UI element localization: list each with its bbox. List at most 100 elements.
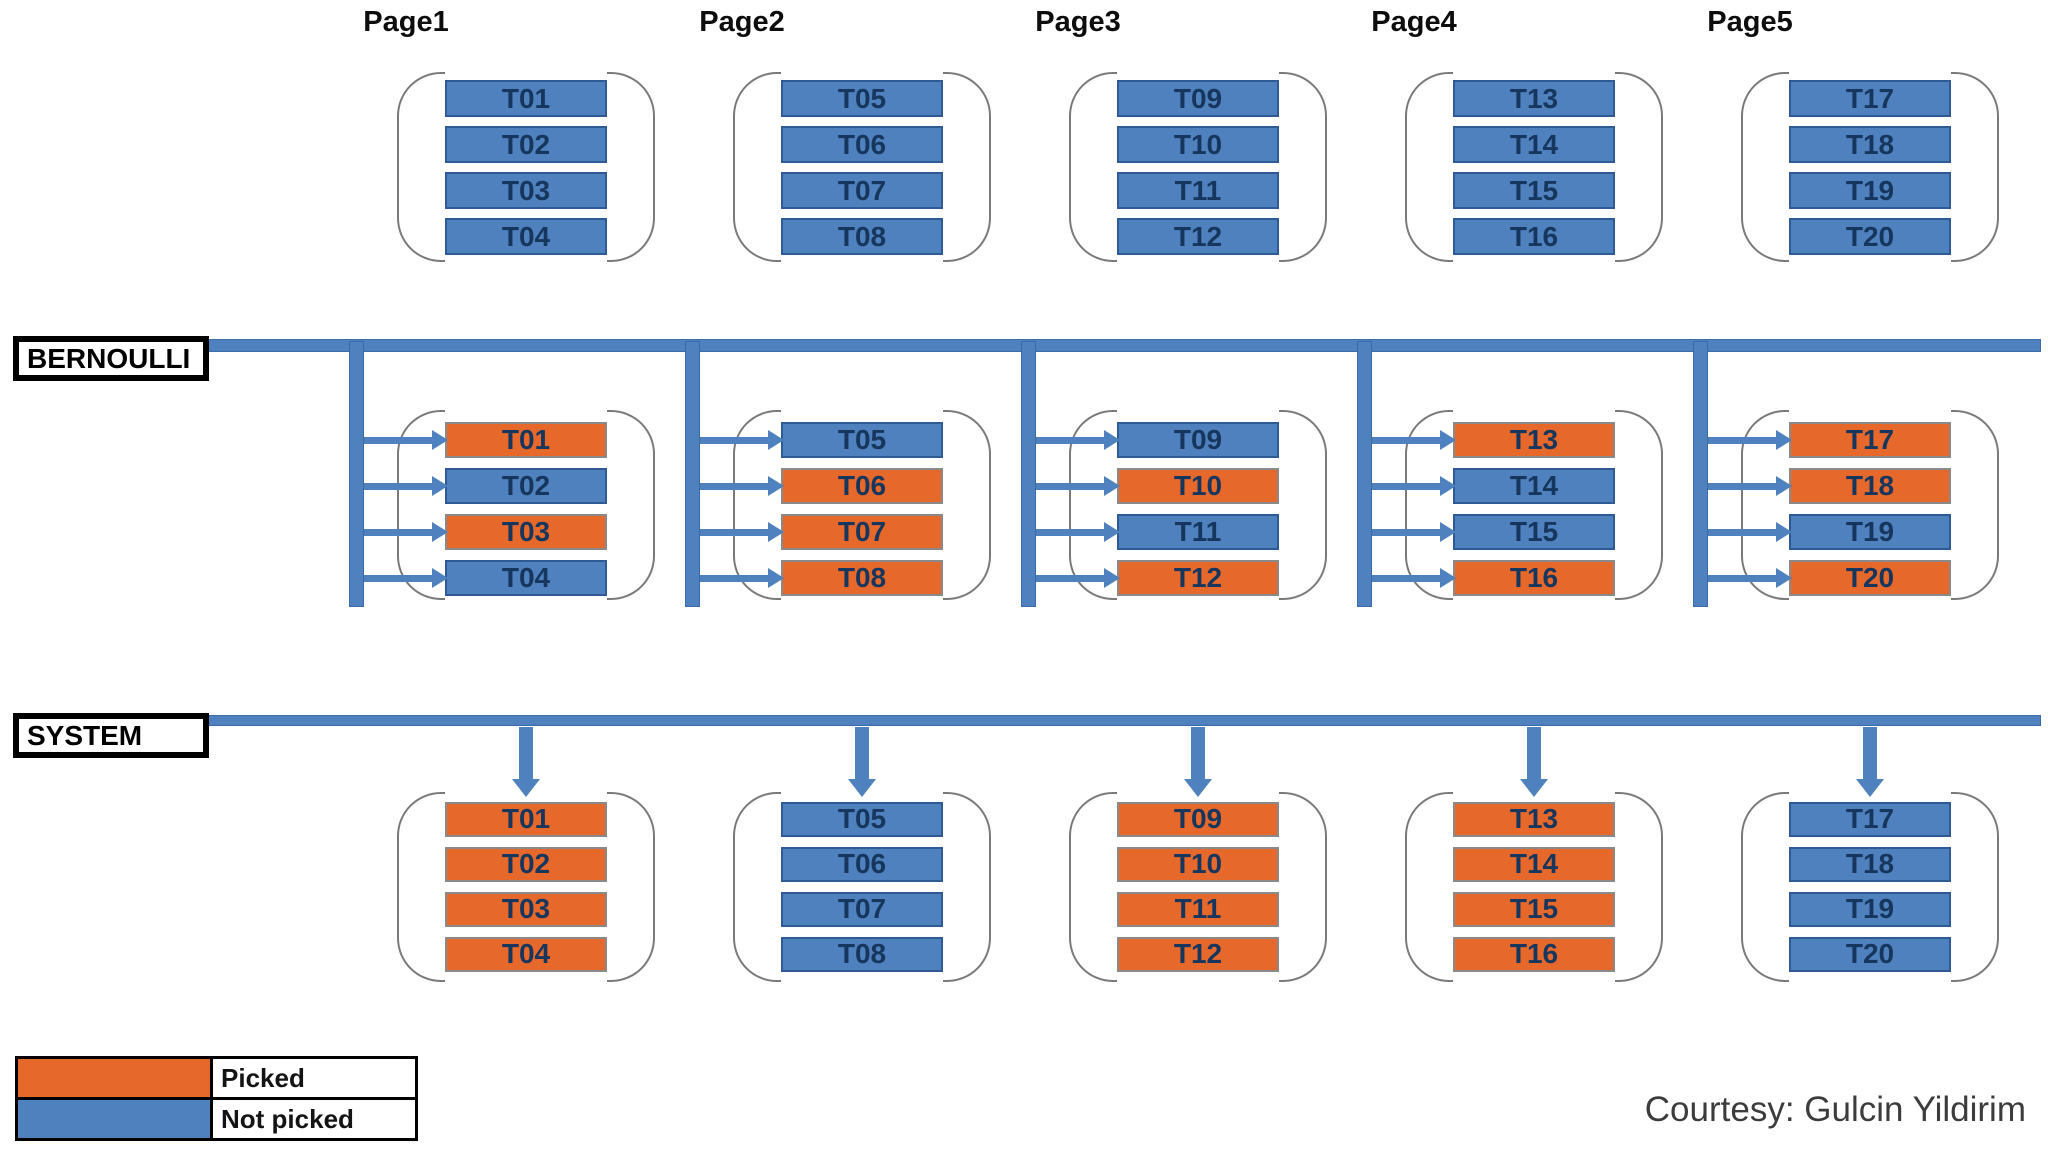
- bracket-mask: [1117, 594, 1279, 602]
- arrow-head: [432, 430, 448, 450]
- tuple-t12-bernoulli: T12: [1117, 560, 1279, 596]
- tuple-t20-bernoulli: T20: [1789, 560, 1951, 596]
- tuple-t19-bernoulli: T19: [1789, 514, 1951, 550]
- tuple-t09-top: T09: [1117, 80, 1279, 117]
- system-bus-line: [205, 715, 2041, 726]
- arrow-right-icon: [1372, 568, 1456, 588]
- bracket-mask: [1789, 70, 1951, 78]
- tuple-t06-bernoulli: T06: [781, 468, 943, 504]
- arrow-shaft: [1036, 575, 1108, 582]
- tuple-t17-top: T17: [1789, 80, 1951, 117]
- bracket-mask: [1117, 408, 1279, 416]
- arrow-shaft: [700, 437, 772, 444]
- arrow-head: [512, 779, 540, 797]
- tuple-t18-bernoulli: T18: [1789, 468, 1951, 504]
- bracket-mask: [1789, 408, 1951, 416]
- branch-connector: [1693, 341, 1708, 607]
- arrow-shaft: [1708, 437, 1780, 444]
- arrow-right-icon: [1372, 430, 1456, 450]
- branch-connector: [1357, 341, 1372, 607]
- tuple-t16-top: T16: [1453, 218, 1615, 255]
- arrow-right-icon: [364, 430, 448, 450]
- arrow-shaft: [1036, 437, 1108, 444]
- bracket-mask: [781, 594, 943, 602]
- legend-label-picked: Picked: [210, 1056, 418, 1100]
- branch-connector: [1021, 341, 1036, 607]
- page-bracket: [733, 408, 991, 602]
- arrow-right-icon: [700, 522, 784, 542]
- bracket-mask: [1789, 594, 1951, 602]
- page-header-2: Page2: [699, 6, 785, 38]
- arrow-head: [848, 779, 876, 797]
- bracket-mask: [445, 256, 607, 264]
- page-bracket: [1069, 70, 1327, 264]
- arrow-shaft: [1036, 483, 1108, 490]
- bracket-mask: [1453, 976, 1615, 984]
- tuple-t17-system: T17: [1789, 802, 1951, 837]
- tuple-t14-bernoulli: T14: [1453, 468, 1615, 504]
- bernoulli-bus-line: [205, 339, 2041, 352]
- tuple-t09-bernoulli: T09: [1117, 422, 1279, 458]
- arrow-down-icon: [1856, 727, 1884, 797]
- bracket-mask: [781, 70, 943, 78]
- arrow-head: [1776, 522, 1792, 542]
- tuple-t08-top: T08: [781, 218, 943, 255]
- arrow-right-icon: [1036, 522, 1120, 542]
- arrow-down-icon: [1184, 727, 1212, 797]
- bracket-mask: [1117, 976, 1279, 984]
- arrow-right-icon: [1708, 476, 1792, 496]
- page-bracket: [1741, 70, 1999, 264]
- tuple-t04-bernoulli: T04: [445, 560, 607, 596]
- arrow-shaft: [1708, 483, 1780, 490]
- arrow-shaft: [1036, 529, 1108, 536]
- tuple-t02-top: T02: [445, 126, 607, 163]
- tuple-t11-system: T11: [1117, 892, 1279, 927]
- arrow-down-icon: [1520, 727, 1548, 797]
- tuple-t08-bernoulli: T08: [781, 560, 943, 596]
- tuple-t16-system: T16: [1453, 937, 1615, 972]
- page-bracket: [1405, 70, 1663, 264]
- bracket-mask: [445, 594, 607, 602]
- arrow-right-icon: [700, 476, 784, 496]
- arrow-shaft: [700, 483, 772, 490]
- tuple-t18-top: T18: [1789, 126, 1951, 163]
- tuple-t05-top: T05: [781, 80, 943, 117]
- arrow-shaft: [1372, 529, 1444, 536]
- bracket-mask: [781, 408, 943, 416]
- tuple-t16-bernoulli: T16: [1453, 560, 1615, 596]
- arrow-right-icon: [1036, 430, 1120, 450]
- arrow-shaft: [364, 483, 436, 490]
- page-bracket: [397, 70, 655, 264]
- tuple-t15-system: T15: [1453, 892, 1615, 927]
- arrow-head: [768, 476, 784, 496]
- bracket-mask: [1789, 256, 1951, 264]
- arrow-head: [1440, 430, 1456, 450]
- tuple-t03-system: T03: [445, 892, 607, 927]
- bracket-mask: [1453, 70, 1615, 78]
- arrow-right-icon: [700, 568, 784, 588]
- tuple-t05-bernoulli: T05: [781, 422, 943, 458]
- tuple-t03-top: T03: [445, 172, 607, 209]
- arrow-shaft: [1708, 529, 1780, 536]
- page-header-3: Page3: [1035, 6, 1121, 38]
- arrow-right-icon: [364, 568, 448, 588]
- arrow-right-icon: [1036, 568, 1120, 588]
- legend-label-not-picked: Not picked: [210, 1097, 418, 1141]
- tuple-t20-system: T20: [1789, 937, 1951, 972]
- arrow-head: [432, 568, 448, 588]
